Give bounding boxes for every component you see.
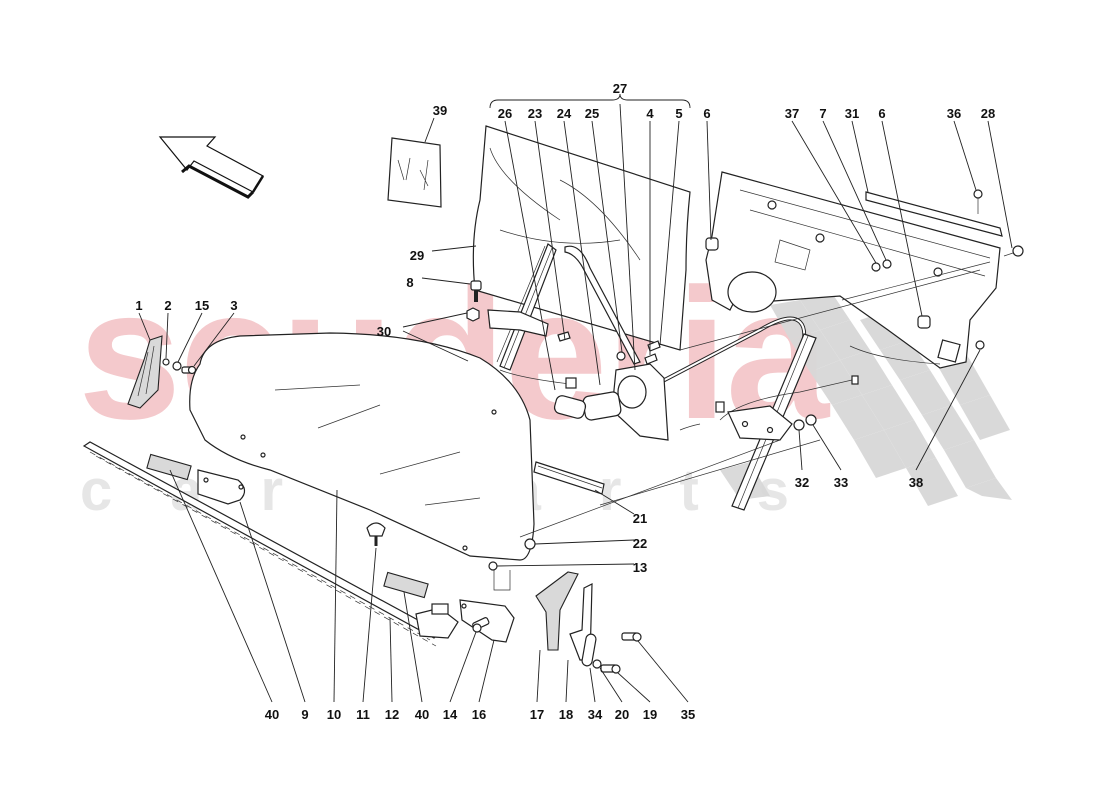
label-part-37: 37 <box>785 106 799 121</box>
label-part-10: 10 <box>327 707 341 722</box>
window-regulator-assembly <box>496 243 859 511</box>
part-28-screw <box>1003 245 1024 257</box>
label-part-24: 24 <box>557 106 572 121</box>
label-part-4: 4 <box>646 106 654 121</box>
label-part-31: 31 <box>845 106 859 121</box>
label-part-21: 21 <box>633 511 647 526</box>
label-part-5: 5 <box>675 106 682 121</box>
part-39-glass-panel <box>387 137 442 208</box>
label-part-25: 25 <box>585 106 599 121</box>
part-37-nut <box>871 262 881 272</box>
label-part-19: 19 <box>643 707 657 722</box>
label-part-17: 17 <box>530 707 544 722</box>
label-part-13: 13 <box>633 560 647 575</box>
part-35-screw <box>621 632 642 642</box>
label-part-6: 6 <box>703 106 710 121</box>
part-22-bushing <box>524 538 536 550</box>
part-15-nut <box>172 361 182 371</box>
part-29-door-glass <box>472 125 691 351</box>
group-bracket-27 <box>489 93 691 109</box>
part-3-screw <box>181 365 197 375</box>
label-part-12: 12 <box>385 707 399 722</box>
label-part-6b: 6 <box>878 106 885 121</box>
label-part-16: 16 <box>472 707 486 722</box>
part-10-main-door-glass <box>189 332 535 561</box>
label-part-27: 27 <box>613 81 627 96</box>
part-6-clip <box>705 237 931 329</box>
part-7-nut <box>882 259 892 269</box>
label-part-1: 1 <box>135 298 142 313</box>
part-labels: 1 2 15 3 39 26 23 24 25 27 4 5 6 37 7 31… <box>135 81 995 722</box>
part-40-pad <box>146 453 429 599</box>
label-part-32: 32 <box>795 475 809 490</box>
label-part-14: 14 <box>443 707 458 722</box>
part-13-washer <box>488 561 498 571</box>
label-part-34: 34 <box>588 707 603 722</box>
label-part-28: 28 <box>981 106 995 121</box>
label-part-20: 20 <box>615 707 629 722</box>
label-part-30: 30 <box>377 324 391 339</box>
label-part-35: 35 <box>681 707 695 722</box>
label-part-8: 8 <box>406 275 413 290</box>
part-36-screw <box>973 189 983 214</box>
regulator-bracket <box>487 309 571 342</box>
label-part-26: 26 <box>498 106 512 121</box>
part-19-screw <box>600 664 621 674</box>
label-part-18: 18 <box>559 707 573 722</box>
part-9-plate <box>197 469 246 505</box>
label-part-40b: 40 <box>415 707 429 722</box>
front-direction-arrow-icon <box>158 136 265 199</box>
part-1-bracket <box>127 335 163 409</box>
leader-lines <box>138 103 1013 703</box>
alignment-lines <box>493 261 991 591</box>
label-part-29: 29 <box>410 248 424 263</box>
label-part-38: 38 <box>909 475 923 490</box>
label-part-40: 40 <box>265 707 279 722</box>
part-2-washer <box>162 358 170 366</box>
part-38-nut <box>975 340 985 350</box>
label-part-3: 3 <box>230 298 237 313</box>
part-31-weather-strip <box>865 191 1003 237</box>
label-part-36: 36 <box>947 106 961 121</box>
label-part-39: 39 <box>433 103 447 118</box>
checkered-flag-watermark <box>720 290 1012 506</box>
part-11-knob <box>366 522 386 546</box>
part-21-guide-rail <box>533 461 605 495</box>
part-8-bolt <box>470 280 482 302</box>
part-33-nut <box>805 414 817 426</box>
label-part-11: 11 <box>356 707 370 722</box>
label-part-33: 33 <box>834 475 848 490</box>
label-part-22: 22 <box>633 536 647 551</box>
label-part-9: 9 <box>301 707 308 722</box>
label-part-23: 23 <box>528 106 542 121</box>
part-14-screw <box>472 617 490 633</box>
label-part-7: 7 <box>819 106 826 121</box>
label-part-15: 15 <box>195 298 209 313</box>
regulator-motor <box>499 340 669 441</box>
part-34-link <box>581 633 597 667</box>
part-17-bracket <box>535 571 579 651</box>
label-part-2: 2 <box>164 298 171 313</box>
channel-end-piece <box>415 603 459 639</box>
part-20-washer <box>592 659 602 669</box>
part-32-washer <box>793 419 805 431</box>
